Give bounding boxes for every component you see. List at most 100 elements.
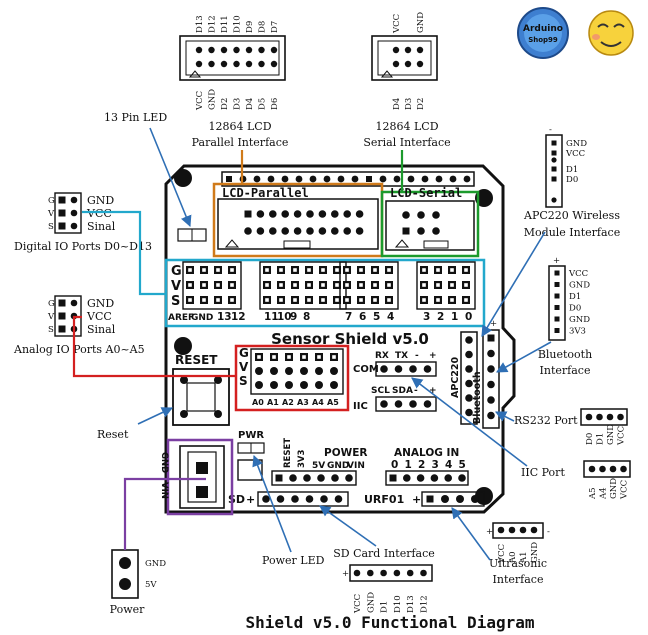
pin	[70, 196, 78, 204]
svg-text:5V: 5V	[312, 461, 325, 471]
pin	[508, 526, 516, 534]
pin	[70, 299, 78, 307]
digital-pin-label: 12	[231, 311, 246, 323]
analog-io-label: Analog IO Ports A0~A5	[13, 343, 145, 356]
ultrasonic-label-2: Interface	[493, 573, 544, 586]
pin	[554, 305, 560, 310]
pin	[487, 380, 495, 389]
pin	[402, 227, 410, 235]
digital-pin-label: 11	[264, 311, 279, 323]
pin-label: GND	[569, 315, 590, 325]
pin	[355, 210, 364, 218]
pin	[380, 365, 388, 373]
pin	[380, 569, 387, 577]
pwr-silk: PWR	[238, 430, 264, 441]
pin	[281, 210, 290, 218]
pin-label: D12	[208, 15, 218, 33]
pin	[58, 222, 66, 230]
pin-label: VCC	[565, 149, 585, 159]
svg-text:-: -	[547, 527, 550, 537]
pin	[244, 227, 252, 235]
pin	[255, 381, 263, 389]
svg-text:+: +	[429, 351, 437, 361]
pin	[416, 46, 424, 54]
svg-text:APC220: APC220	[450, 356, 461, 398]
pin-label: VCC	[617, 426, 627, 446]
pin	[253, 175, 261, 183]
svg-text:Bluetooth: Bluetooth	[472, 371, 483, 424]
power-label: Power	[110, 603, 146, 616]
pin	[530, 526, 538, 534]
pin-label: D4	[245, 98, 255, 110]
lcd-parallel-label-2: Parallel Interface	[192, 136, 289, 149]
pin	[233, 60, 240, 68]
apc220-label-1: APC220 Wireless	[523, 209, 620, 222]
pin-label: GND	[609, 478, 619, 499]
pin	[270, 381, 278, 389]
pin	[554, 270, 560, 276]
svg-text:IIC: IIC	[353, 401, 368, 412]
svg-text:SCL: SCL	[371, 386, 390, 396]
svg-text:-: -	[415, 351, 419, 361]
pin	[293, 227, 302, 235]
pin	[70, 222, 78, 230]
svg-text:GND: GND	[145, 559, 166, 569]
row-label: G	[48, 196, 55, 206]
pin	[315, 367, 323, 375]
svg-text:+: +	[429, 386, 437, 396]
pin-label: D2	[220, 98, 230, 110]
pin	[256, 210, 265, 218]
pin	[226, 176, 232, 182]
pin	[295, 175, 303, 183]
svg-text:URF01: URF01	[364, 493, 404, 506]
digital-pin-label: 4	[387, 311, 394, 323]
pin-label: D11	[220, 15, 230, 33]
pin	[269, 227, 277, 235]
pin	[465, 394, 473, 402]
svg-text:+: +	[486, 527, 493, 537]
analog-pin-label: A4	[312, 398, 324, 407]
pin-label: VCC	[497, 544, 507, 564]
pin-label: VCC	[195, 91, 205, 111]
pin-label: D10	[393, 595, 403, 613]
pin	[416, 60, 424, 68]
pin	[195, 46, 203, 54]
pin	[330, 367, 338, 375]
pin-label: D10	[233, 15, 243, 33]
pin	[588, 465, 596, 473]
pin	[551, 197, 557, 203]
pin-label: D3	[404, 98, 414, 110]
analog-pin-label: A2	[282, 398, 294, 407]
pin	[409, 400, 417, 408]
pin-label: D12	[420, 595, 430, 613]
pin	[276, 495, 285, 503]
pin	[330, 381, 338, 389]
pin	[426, 495, 434, 503]
digital-pin-label: 1	[451, 311, 458, 323]
digital-pin-label: 13	[217, 311, 232, 323]
pin	[417, 227, 425, 235]
digital-pin-label: GND	[191, 313, 213, 323]
mount-hole-icon	[174, 337, 192, 355]
pin	[270, 46, 278, 54]
pin	[416, 474, 425, 482]
gvs-label: S	[239, 374, 248, 388]
pin	[343, 210, 352, 218]
lcd-serial-silk: LCD-Serial	[390, 186, 462, 200]
power-header: GND 5V	[111, 549, 166, 599]
pin	[262, 495, 270, 503]
pin	[256, 227, 265, 235]
pin	[432, 227, 440, 235]
svg-text:+: +	[342, 569, 349, 579]
power-highlight	[166, 438, 234, 516]
pin	[379, 175, 387, 183]
pin	[403, 474, 411, 482]
svg-text:COM: COM	[353, 364, 379, 375]
pin-label: D2	[416, 98, 426, 110]
svg-text:5V: 5V	[145, 580, 157, 590]
pin	[281, 227, 290, 235]
gvs-label: G	[171, 264, 182, 279]
